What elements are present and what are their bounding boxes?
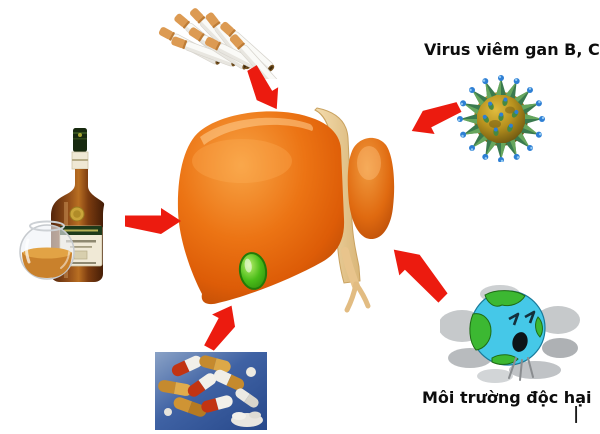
hepatitis-virus-illustration [457,75,545,162]
arrow-from-cigarettes [247,65,279,110]
drugs-illustration [155,352,267,430]
arrow-from-virus [411,102,462,135]
earth-globe [469,290,546,366]
arrow-from-alcohol [125,208,181,234]
alcohol-illustration [19,128,105,282]
arrow-from-environment [393,249,448,303]
liver-left-lobe [177,111,345,305]
powder-pile [231,411,263,427]
arrow-from-drugs [204,305,236,351]
liquor-glass [19,220,75,280]
text-cursor-mark: | [573,404,580,424]
gallbladder [238,252,268,290]
liver-right-lobe [347,137,395,240]
liver-illustration [177,107,395,313]
cough-breath-lines [508,357,534,381]
capsules [158,355,259,417]
polluted-earth-illustration [440,285,580,383]
earth-face [508,310,536,352]
environment-label: Môi trường độc hại [422,388,592,407]
virus-label: Virus viêm gan B, C [424,40,600,59]
